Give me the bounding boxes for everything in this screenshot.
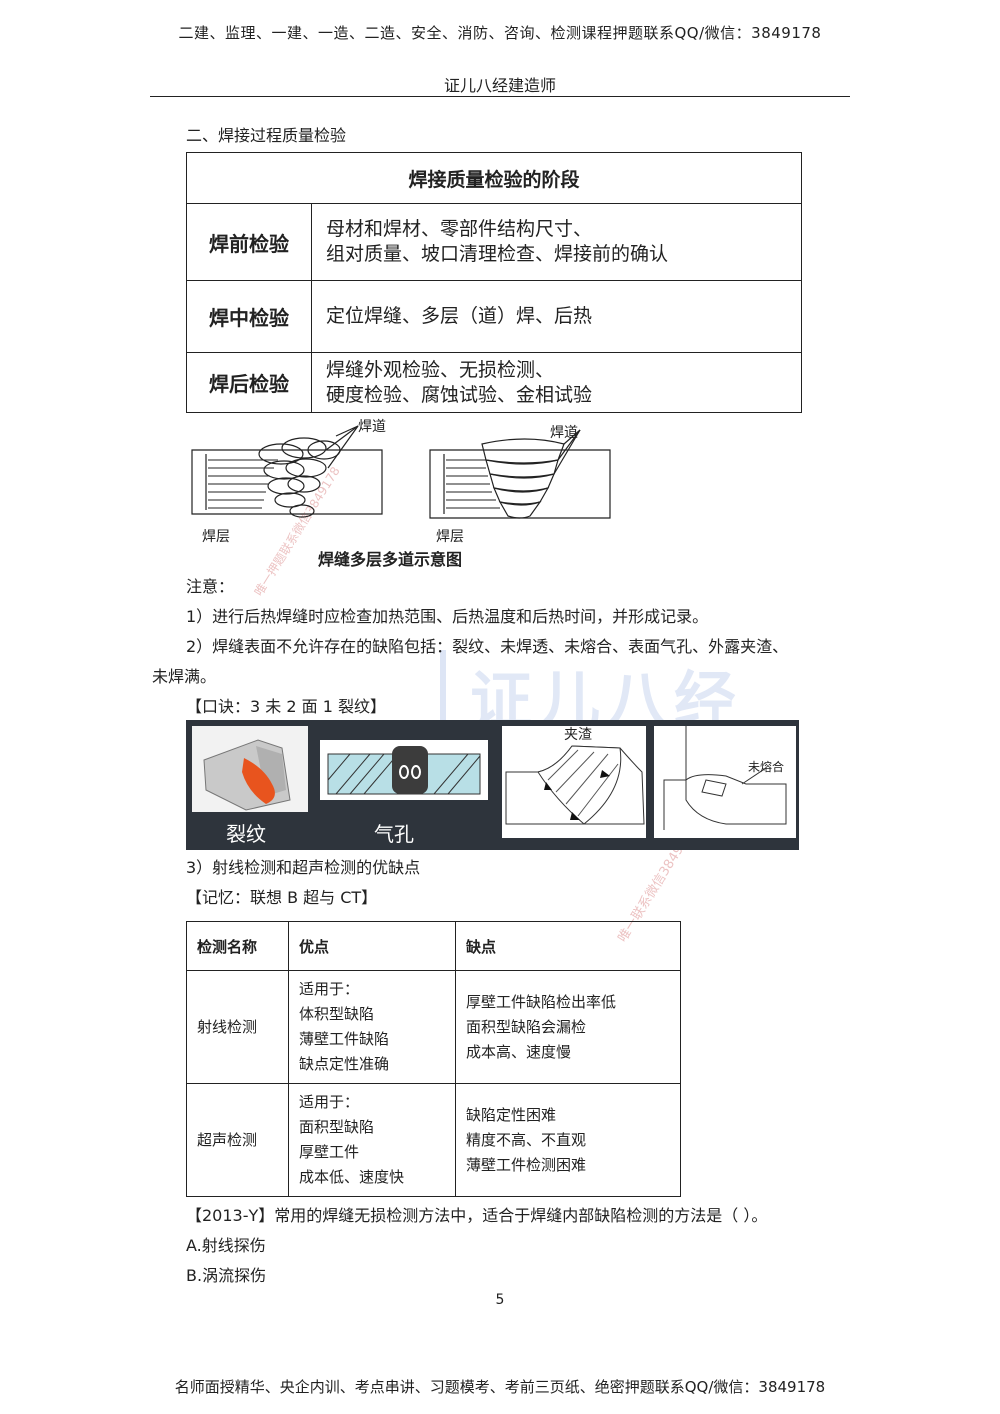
- pros-line: 适用于：: [299, 980, 360, 998]
- note-item-3: 3）射线检测和超声检测的优缺点: [186, 858, 421, 877]
- cons-line: 面积型缺陷会漏检: [466, 1017, 587, 1036]
- defect-label-porosity: 气孔: [374, 822, 414, 846]
- header-ad: 二建、监理、一建、一造、二造、安全、消防、咨询、检测课程押题联系QQ/微信：38…: [178, 24, 822, 42]
- table-row: 焊前检验 母材和焊材、零部件结构尺寸、 组对质量、坡口清理检查、焊接前的确认: [186, 203, 802, 281]
- pros-line: 成本低、速度快: [299, 1168, 405, 1186]
- pros-line: 薄壁工件缺陷: [299, 1030, 390, 1048]
- stage-line: 定位焊缝、多层（道）焊、后热: [326, 305, 593, 327]
- bead-label-left: 焊道: [358, 419, 386, 435]
- watermark-bar: [440, 650, 446, 720]
- stage-line: 母材和焊材、零部件结构尺寸、: [326, 218, 593, 240]
- question-stem: 【2013-Y】常用的焊缝无损检测方法中，适合于焊缝内部缺陷检测的方法是（ ）。: [186, 1206, 768, 1225]
- table-row: 焊后检验 焊缝外观检验、无损检测、 硬度检验、腐蚀试验、金相试验: [186, 352, 802, 413]
- layer-label-left: 焊层: [202, 529, 230, 545]
- cons-cell: 厚壁工件缺陷检出率低 面积型缺陷会漏检 成本高、速度慢: [455, 970, 681, 1084]
- stage-content: 母材和焊材、零部件结构尺寸、 组对质量、坡口清理检查、焊接前的确认: [311, 203, 802, 281]
- layer-label-right: 焊层: [436, 529, 464, 545]
- table-header-row: 焊接质量检验的阶段: [186, 152, 802, 204]
- cons-line: 薄壁工件检测困难: [466, 1155, 587, 1174]
- cons-line: 缺陷定性困难: [466, 1105, 557, 1124]
- weld-diagram-right: [429, 429, 611, 519]
- stage-content: 焊缝外观检验、无损检测、 硬度检验、腐蚀试验、金相试验: [311, 352, 802, 413]
- header-rule: [150, 96, 850, 97]
- header-method: 检测名称: [186, 921, 289, 971]
- mnemonic-1: 【口诀：3 未 2 面 1 裂纹】: [186, 697, 386, 716]
- bead-label-right: 焊道: [550, 425, 578, 441]
- stage-line: 组对质量、坡口清理检查、焊接前的确认: [326, 243, 669, 265]
- page-number: 5: [495, 1292, 505, 1308]
- stage-line: 硬度检验、腐蚀试验、金相试验: [326, 383, 593, 406]
- cons-cell: 缺陷定性困难 精度不高、不直观 薄壁工件检测困难: [455, 1083, 681, 1197]
- mnemonic-2: 【记忆：联想 B 超与 CT】: [186, 888, 378, 907]
- weld-diagram: [191, 425, 611, 519]
- footer-ad: 名师面授精华、央企内训、考点串讲、习题模考、考前三页纸、绝密押题联系QQ/微信：…: [174, 1378, 826, 1396]
- pros-cell: 适用于： 体积型缺陷 薄壁工件缺陷 缺点定性准确: [288, 970, 456, 1084]
- cons-line: 厚壁工件缺陷检出率低: [466, 992, 617, 1011]
- defect-label-slag: 夹渣: [564, 727, 592, 743]
- notes-title: 注意：: [186, 577, 235, 596]
- note-item-2-line-2: 未焊满。: [152, 667, 217, 686]
- table-row: 射线检测 适用于： 体积型缺陷 薄壁工件缺陷 缺点定性准确 厚壁工件缺陷检出率低…: [186, 970, 681, 1084]
- stage-label: 焊后检验: [186, 352, 312, 413]
- method-name: 射线检测: [186, 970, 289, 1084]
- option-a: A.射线探伤: [186, 1236, 266, 1255]
- header-pros: 优点: [288, 921, 456, 971]
- pros-line: 缺点定性准确: [299, 1055, 390, 1073]
- table-row: 焊中检验 定位焊缝、多层（道）焊、后热: [186, 280, 802, 353]
- stage-table-title: 焊接质量检验的阶段: [186, 152, 802, 204]
- multilayer-weld-figure: 焊道 焊道 焊层 焊层: [186, 414, 616, 574]
- table-header-row: 检测名称 优点 缺点: [186, 921, 681, 971]
- pros-cell: 适用于： 面积型缺陷 厚壁工件 成本低、速度快: [288, 1083, 456, 1197]
- stage-label: 焊中检验: [186, 280, 312, 353]
- table-row: 超声检测 适用于： 面积型缺陷 厚壁工件 成本低、速度快 缺陷定性困难 精度不高…: [186, 1083, 681, 1197]
- ndt-comparison-table: 检测名称 优点 缺点 射线检测 适用于： 体积型缺陷 薄壁工件缺陷 缺点定性准确…: [186, 921, 681, 1197]
- header-cons: 缺点: [455, 921, 681, 971]
- cons-line: 成本高、速度慢: [466, 1042, 572, 1061]
- pros-line: 适用于：: [299, 1093, 360, 1111]
- method-name: 超声检测: [186, 1083, 289, 1197]
- stage-content: 定位焊缝、多层（道）焊、后热: [311, 280, 802, 353]
- defects-illustration: [192, 726, 796, 838]
- inspection-stage-table: 焊接质量检验的阶段 焊前检验 母材和焊材、零部件结构尺寸、 组对质量、坡口清理检…: [186, 152, 802, 413]
- cons-line: 精度不高、不直观: [466, 1130, 587, 1149]
- section-heading: 二、焊接过程质量检验: [186, 126, 347, 145]
- option-b: B.涡流探伤: [186, 1266, 267, 1285]
- pros-line: 面积型缺陷: [299, 1118, 375, 1136]
- note-item-1: 1）进行后热焊缝时应检查加热范围、后热温度和后热时间，并形成记录。: [186, 607, 709, 626]
- stage-line: 焊缝外观检验、无损检测、: [326, 358, 555, 381]
- pros-line: 厚壁工件: [299, 1143, 360, 1161]
- weld-defects-panel: 裂纹 气孔 夹渣 未熔合: [186, 720, 799, 850]
- stage-label: 焊前检验: [186, 203, 312, 281]
- figure-caption: 焊缝多层多道示意图: [318, 550, 463, 569]
- weld-diagram-left: [191, 425, 383, 518]
- running-title: 证儿八经建造师: [443, 76, 556, 95]
- pros-line: 体积型缺陷: [299, 1005, 375, 1023]
- note-item-2-line-1: 2）焊缝表面不允许存在的缺陷包括：裂纹、未焊透、未熔合、表面气孔、外露夹渣、: [186, 637, 789, 656]
- defect-label-lack-of-fusion: 未熔合: [748, 760, 785, 774]
- defect-label-crack: 裂纹: [226, 822, 266, 846]
